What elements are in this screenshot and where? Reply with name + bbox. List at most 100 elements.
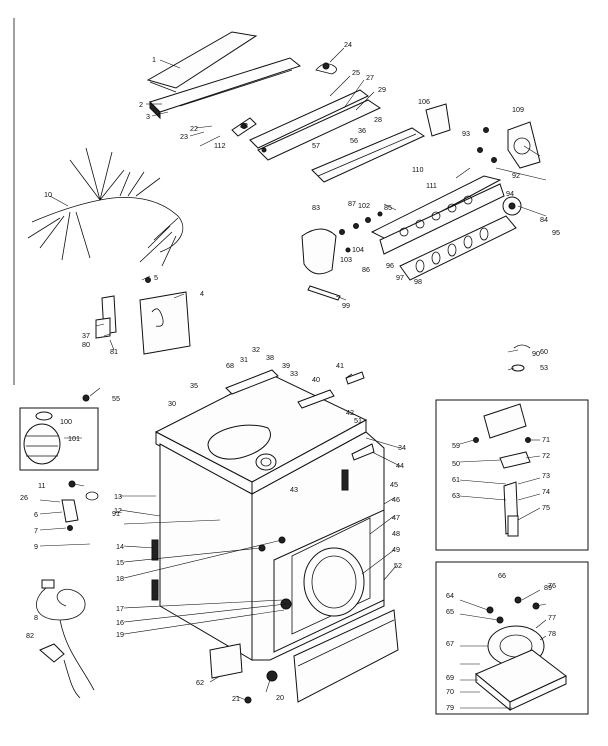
console-center-rail xyxy=(231,89,369,149)
callout-23: 23 xyxy=(180,132,188,141)
control-panel-bracket xyxy=(311,127,426,183)
mounting-bracket xyxy=(95,295,117,339)
callout-33: 33 xyxy=(290,369,298,378)
callout-37: 37 xyxy=(82,331,90,340)
callout-43: 43 xyxy=(290,485,298,494)
callout-101: 101 xyxy=(68,434,80,443)
callout-14: 14 xyxy=(116,542,124,551)
callout-46: 46 xyxy=(392,495,400,504)
callout-28: 28 xyxy=(374,115,382,124)
callout-82: 82 xyxy=(26,631,34,640)
callout-42: 42 xyxy=(346,408,354,417)
callout-13: 13 xyxy=(114,492,122,501)
callout-48: 48 xyxy=(392,529,400,538)
callout-22: 22 xyxy=(190,124,198,133)
callout-96: 96 xyxy=(386,261,394,270)
timer-dial xyxy=(502,196,522,216)
pump-inset-frame xyxy=(435,561,589,715)
callout-80: 80 xyxy=(82,340,90,349)
callout-2: 2 xyxy=(139,100,143,109)
callout-27: 27 xyxy=(366,73,374,82)
callout-71: 71 xyxy=(542,435,550,444)
lid-switch xyxy=(473,403,531,443)
callout-29: 29 xyxy=(378,85,386,94)
callout-68: 68 xyxy=(226,361,234,370)
side-panel-clips xyxy=(151,469,349,601)
callout-52: 52 xyxy=(394,561,402,570)
callout-39: 39 xyxy=(282,361,290,370)
callout-20: 20 xyxy=(276,693,284,702)
callout-97: 97 xyxy=(396,273,404,282)
callout-95: 95 xyxy=(552,228,560,237)
callout-7: 7 xyxy=(34,526,38,535)
callout-50: 50 xyxy=(452,459,460,468)
rear-panel-cover xyxy=(139,291,191,355)
callout-61: 61 xyxy=(452,475,460,484)
console-hardware xyxy=(339,211,383,253)
callout-17: 17 xyxy=(116,604,124,613)
callout-45: 45 xyxy=(390,480,398,489)
callout-83: 83 xyxy=(312,203,320,212)
callout-3: 3 xyxy=(146,112,150,121)
callout-72: 72 xyxy=(542,451,550,460)
callout-labels: 1 2 3 4 5 6 7 8 9 10 11 12 13 14 15 16 1… xyxy=(20,40,560,712)
callout-32: 32 xyxy=(252,345,260,354)
callout-109: 109 xyxy=(512,105,524,114)
callout-112: 112 xyxy=(214,141,225,150)
lid-switch-actuator xyxy=(499,451,531,537)
lid-hinge xyxy=(207,424,271,460)
callout-81: 81 xyxy=(110,347,118,356)
fill-spout xyxy=(255,453,277,471)
console-front-rail xyxy=(257,99,382,161)
control-panel-escutcheon xyxy=(399,215,517,281)
callout-66: 66 xyxy=(498,571,506,580)
power-cord xyxy=(36,579,95,691)
switch-inset-frame xyxy=(435,399,589,551)
callout-26: 26 xyxy=(20,493,28,502)
callout-88: 88 xyxy=(240,121,248,130)
callout-36: 36 xyxy=(358,126,366,135)
callout-1: 1 xyxy=(152,55,156,64)
console-end-cap xyxy=(301,228,337,275)
console-wire-harness-clip xyxy=(315,62,337,75)
callout-67: 67 xyxy=(446,639,454,648)
callout-34: 34 xyxy=(398,443,406,452)
callout-84: 84 xyxy=(540,215,548,224)
callout-70: 70 xyxy=(446,687,454,696)
wiring-harness xyxy=(27,147,184,267)
callout-38: 38 xyxy=(266,353,274,362)
callout-78: 78 xyxy=(548,629,556,638)
callout-5: 5 xyxy=(154,273,158,282)
callout-69: 69 xyxy=(446,673,454,682)
callout-77: 77 xyxy=(548,613,556,622)
callout-9: 9 xyxy=(34,542,38,551)
callout-90: 90 xyxy=(532,349,540,358)
callout-18: 18 xyxy=(116,574,124,583)
callout-40: 40 xyxy=(312,375,320,384)
callout-51: 51 xyxy=(354,416,362,425)
callout-91: 91 xyxy=(112,509,120,518)
callout-49: 49 xyxy=(392,545,400,554)
drive-motor xyxy=(19,407,99,471)
callout-41: 41 xyxy=(336,361,344,370)
callout-74: 74 xyxy=(542,487,550,496)
callout-21: 21 xyxy=(232,694,240,703)
callout-98: 98 xyxy=(414,277,422,286)
callout-31: 31 xyxy=(240,355,248,364)
callout-99: 99 xyxy=(342,301,350,310)
callout-87: 87 xyxy=(348,199,356,208)
callout-85: 85 xyxy=(384,203,392,212)
callout-56: 56 xyxy=(350,136,358,145)
leader-lines xyxy=(39,47,547,709)
callout-47: 47 xyxy=(392,513,400,522)
toe-panel xyxy=(293,609,399,703)
switch-bracket xyxy=(425,103,497,163)
callout-6: 6 xyxy=(34,510,38,519)
callout-106: 106 xyxy=(418,97,430,106)
cord-plug xyxy=(39,643,81,699)
callout-53: 53 xyxy=(540,363,548,372)
callout-15: 15 xyxy=(116,558,124,567)
callout-64: 64 xyxy=(446,591,454,600)
callout-63: 63 xyxy=(452,491,460,500)
